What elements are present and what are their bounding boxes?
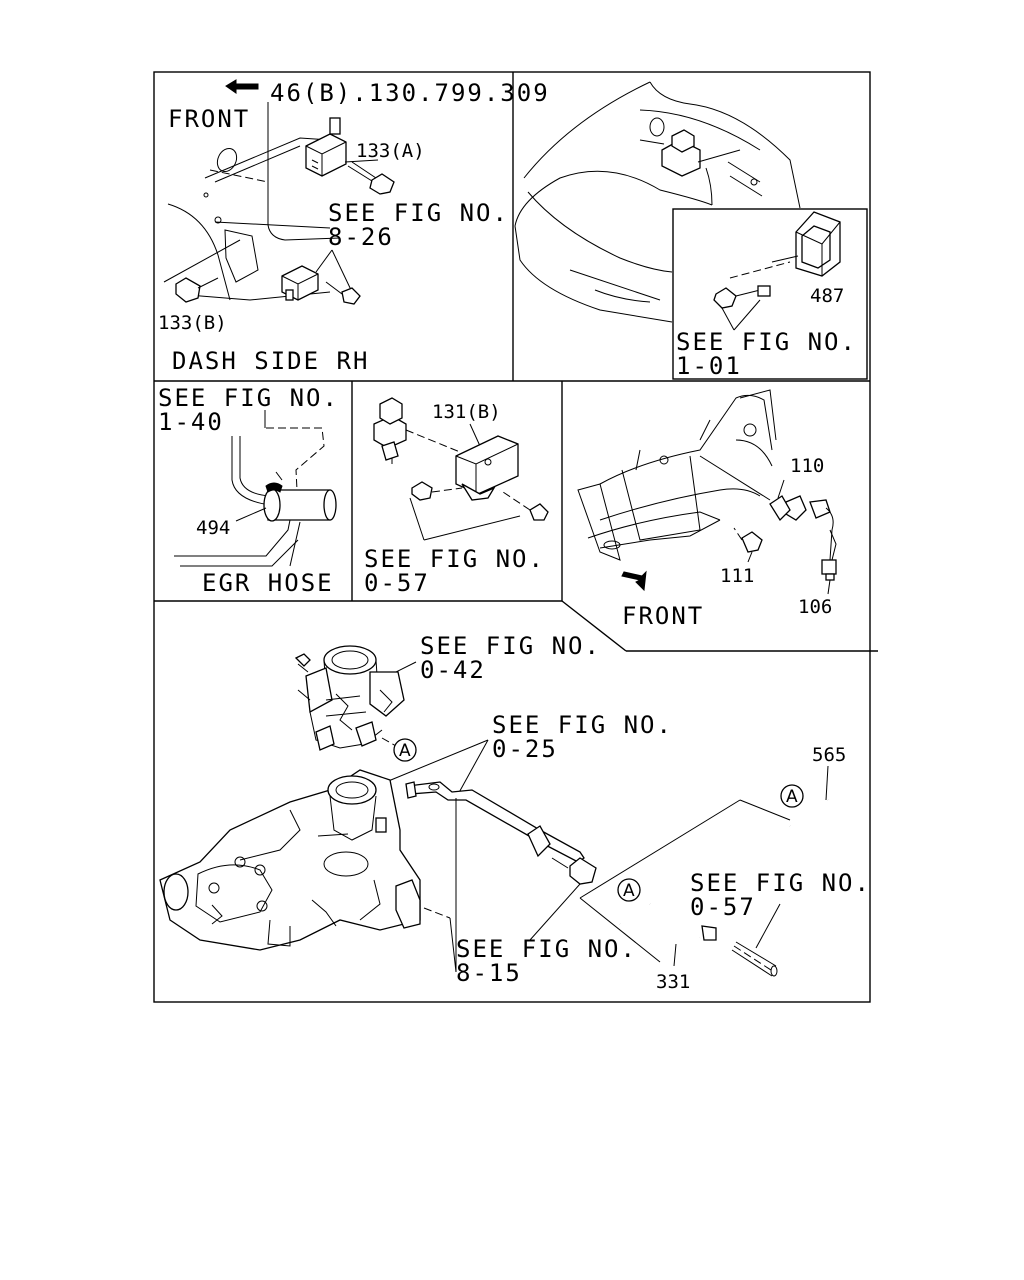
egr-hose-caption: EGR HOSE — [202, 569, 334, 597]
see-fig-057b-line2: 0-57 — [690, 893, 756, 921]
see-fig-101-line2: 1-01 — [676, 352, 742, 380]
marker-a-throttle: A — [393, 738, 417, 762]
see-fig-826-line1: SEE FIG NO. — [328, 199, 509, 227]
bolt-right-icon — [499, 489, 549, 521]
see-fig-101-line1: SEE FIG NO. — [676, 328, 857, 356]
see-fig-140-line1: SEE FIG NO. — [158, 384, 339, 412]
see-fig-140-line2: 1-40 — [158, 408, 224, 436]
part-133b-label: 133(B) — [158, 312, 227, 334]
relay-connector-lower — [281, 265, 319, 301]
panel-vsv: 131(B) SEE FIG NO. 0-57 — [364, 397, 549, 597]
relay-connector-upper — [305, 117, 347, 177]
front-label: FRONT — [168, 105, 250, 133]
see-fig-042-line1: SEE FIG NO. — [420, 632, 601, 660]
see-fig-826-line2: 8-26 — [328, 223, 394, 251]
marker-a-pipe: A — [617, 878, 641, 902]
bracket-110-icon — [769, 495, 791, 522]
panel-rear: 110 111 106 FRONT — [577, 389, 837, 630]
sensor-106-drawing — [785, 495, 837, 581]
part-110-label: 110 — [790, 455, 824, 477]
part-487-label: 487 — [810, 285, 844, 307]
vsv-valve-drawing — [373, 397, 461, 464]
panel-egr: SEE FIG NO. 1-40 494 EGR HOSE — [158, 384, 339, 597]
vehicle-front-drawing — [514, 81, 801, 323]
pipe-331-drawing — [619, 901, 717, 958]
vacuum-pipe-drawing — [405, 781, 585, 863]
panel-hood: 487 SEE FIG NO. 1-01 — [514, 81, 868, 380]
bolt-lower-icon — [325, 281, 361, 305]
rear-body-drawing — [577, 389, 777, 561]
see-fig-815-line1: SEE FIG NO. — [456, 935, 637, 963]
front-arrow-rear-icon — [621, 570, 647, 592]
marker-a-label-1: A — [399, 741, 411, 761]
part-131b-label: 131(B) — [432, 401, 501, 423]
egr-hose-drawing — [174, 427, 337, 567]
bolt-left-icon — [411, 481, 463, 501]
marker-a-hose: A — [780, 784, 804, 808]
bolt-133b-icon — [175, 277, 219, 303]
marker-a-label-3: A — [623, 881, 635, 901]
throttle-body-drawing — [294, 645, 405, 751]
parts-ref-label: 46(B).130.799.309 — [270, 79, 550, 107]
part-565-label: 565 — [812, 744, 846, 766]
see-fig-815-line2: 8-15 — [456, 959, 522, 987]
hose-565-drawing — [788, 798, 857, 857]
part-494-label: 494 — [196, 517, 230, 539]
part-106-label: 106 — [798, 596, 832, 618]
intake-manifold-drawing — [159, 769, 421, 951]
panel-dash-side: FRONT 46(B).130.799.309 — [158, 79, 550, 375]
see-fig-025-line2: 0-25 — [492, 735, 558, 763]
marker-a-label-2: A — [786, 787, 798, 807]
see-fig-057a-line2: 0-57 — [364, 569, 430, 597]
bolt-111-icon — [733, 527, 763, 553]
bolt-815-icon — [551, 857, 597, 885]
dash-side-caption: DASH SIDE RH — [172, 347, 369, 375]
panel-engine: SEE FIG NO. 0-42 A SEE FIG NO. 0-25 — [159, 632, 871, 993]
short-pipe-drawing — [731, 941, 778, 977]
bolt-133a-icon — [344, 159, 395, 195]
diagram-frame — [153, 71, 878, 1003]
inset-487-frame — [672, 208, 868, 380]
part-111-label: 111 — [720, 565, 754, 587]
front-arrow-icon — [225, 79, 259, 94]
see-fig-057b-line1: SEE FIG NO. — [690, 869, 871, 897]
see-fig-057a-line1: SEE FIG NO. — [364, 545, 545, 573]
part-331-label: 331 — [656, 971, 690, 993]
part-133a-label: 133(A) — [356, 140, 425, 162]
screw-icon — [713, 285, 771, 309]
front-label-rear: FRONT — [622, 602, 704, 630]
see-fig-025-line1: SEE FIG NO. — [492, 711, 673, 739]
see-fig-042-line2: 0-42 — [420, 656, 486, 684]
bracket-131b-drawing — [455, 435, 519, 501]
switch-487-icon — [795, 211, 841, 277]
